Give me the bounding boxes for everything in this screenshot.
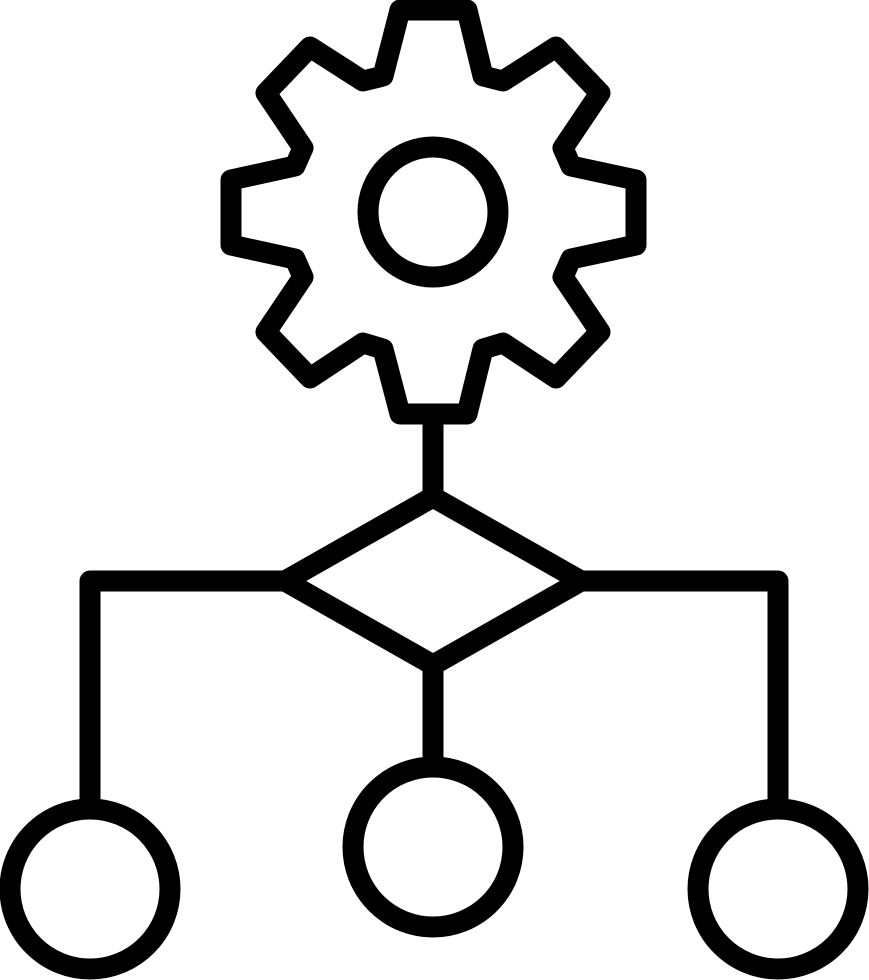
center-output-node [342,756,524,938]
left-branch-line [79,570,296,819]
right-output-node [687,798,869,980]
gear-hub-circle [357,136,509,288]
gear-icon [220,0,647,425]
right-branch-line [570,570,789,819]
left-output-node [0,798,181,980]
decision-diamond [274,486,592,676]
